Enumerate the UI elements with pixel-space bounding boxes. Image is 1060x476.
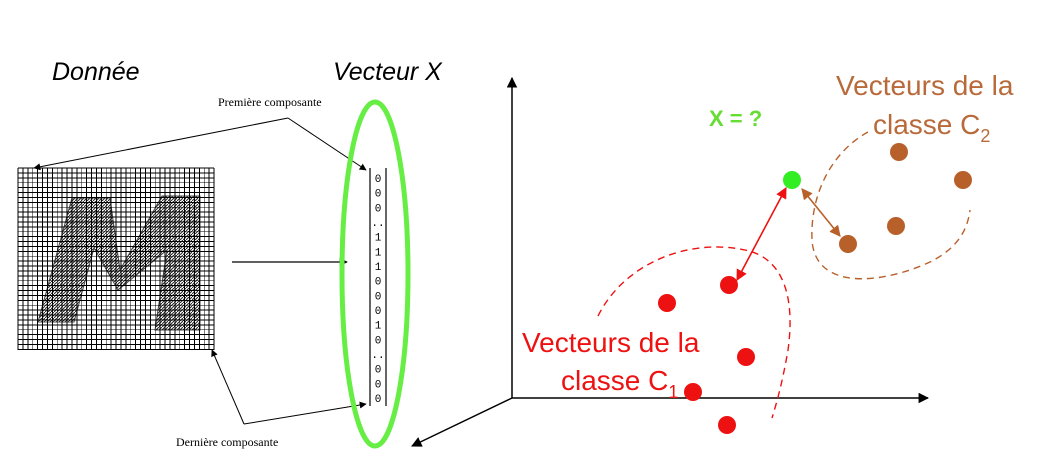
z-axis — [411, 397, 513, 447]
class1-label-sub: 1 — [668, 382, 678, 402]
class2-boundary — [811, 131, 971, 280]
vector-digit: 0 — [375, 335, 382, 347]
x-question-label: X = ? — [709, 106, 762, 131]
vector-digit: 1 — [375, 262, 382, 274]
class2-label-line1: Vecteurs de la — [836, 70, 1014, 101]
class1-point — [684, 383, 702, 401]
class1-label-main: classe C — [561, 365, 668, 396]
class2-point — [954, 171, 972, 189]
class2-point — [839, 235, 857, 253]
premiere-leader-left — [33, 117, 289, 171]
premiere-leader-right — [287, 117, 367, 171]
class1-point — [737, 348, 755, 366]
vector-digits: 0 0 0.. 1 1 1 0 0 0 1 0.. 0 0 0 — [371, 174, 384, 406]
query-point-x — [783, 171, 801, 189]
vector-digit: .. — [371, 218, 384, 230]
vector-digit: 1 — [375, 247, 382, 259]
class1-point — [720, 276, 738, 294]
vector-digit: 0 — [375, 379, 382, 391]
derniere-leader-left — [211, 349, 245, 425]
vector-digit: 0 — [375, 306, 382, 318]
vector-digit: 0 — [375, 203, 382, 215]
vecteur-x-title: Vecteur X — [333, 58, 443, 86]
class2-label-sub: 2 — [980, 126, 990, 146]
class2-label-line2: classe C2 — [873, 109, 990, 146]
derniere-leader-right — [243, 401, 367, 425]
vector-digit: 1 — [375, 321, 382, 333]
vector-digit: .. — [371, 350, 384, 362]
vector-digit: 0 — [375, 189, 382, 201]
premiere-composante-label: Première composante — [218, 95, 322, 109]
class2-label-main: classe C — [873, 109, 980, 140]
vector-digit: 0 — [375, 174, 382, 186]
vector-digit: 0 — [375, 291, 382, 303]
donnee-title: Donnée — [52, 58, 140, 86]
pixel-grid-image — [17, 167, 215, 350]
distance-arrow-class1 — [736, 187, 787, 281]
class1-point — [718, 416, 736, 434]
vector-digit: 0 — [375, 277, 382, 289]
class1-point — [658, 294, 676, 312]
distance-arrow-class2 — [801, 188, 841, 237]
derniere-composante-label: Dernière composante — [176, 435, 278, 449]
vector-digit: 1 — [375, 233, 382, 245]
vector-highlight-ellipse — [339, 99, 411, 449]
class2-point — [887, 217, 905, 235]
class1-label-line1: Vecteurs de la — [522, 327, 700, 358]
vector-digit: 0 — [375, 394, 382, 406]
class2-point — [890, 143, 908, 161]
vector-digit: 0 — [375, 365, 382, 377]
class1-label-line2: classe C1 — [561, 365, 678, 402]
